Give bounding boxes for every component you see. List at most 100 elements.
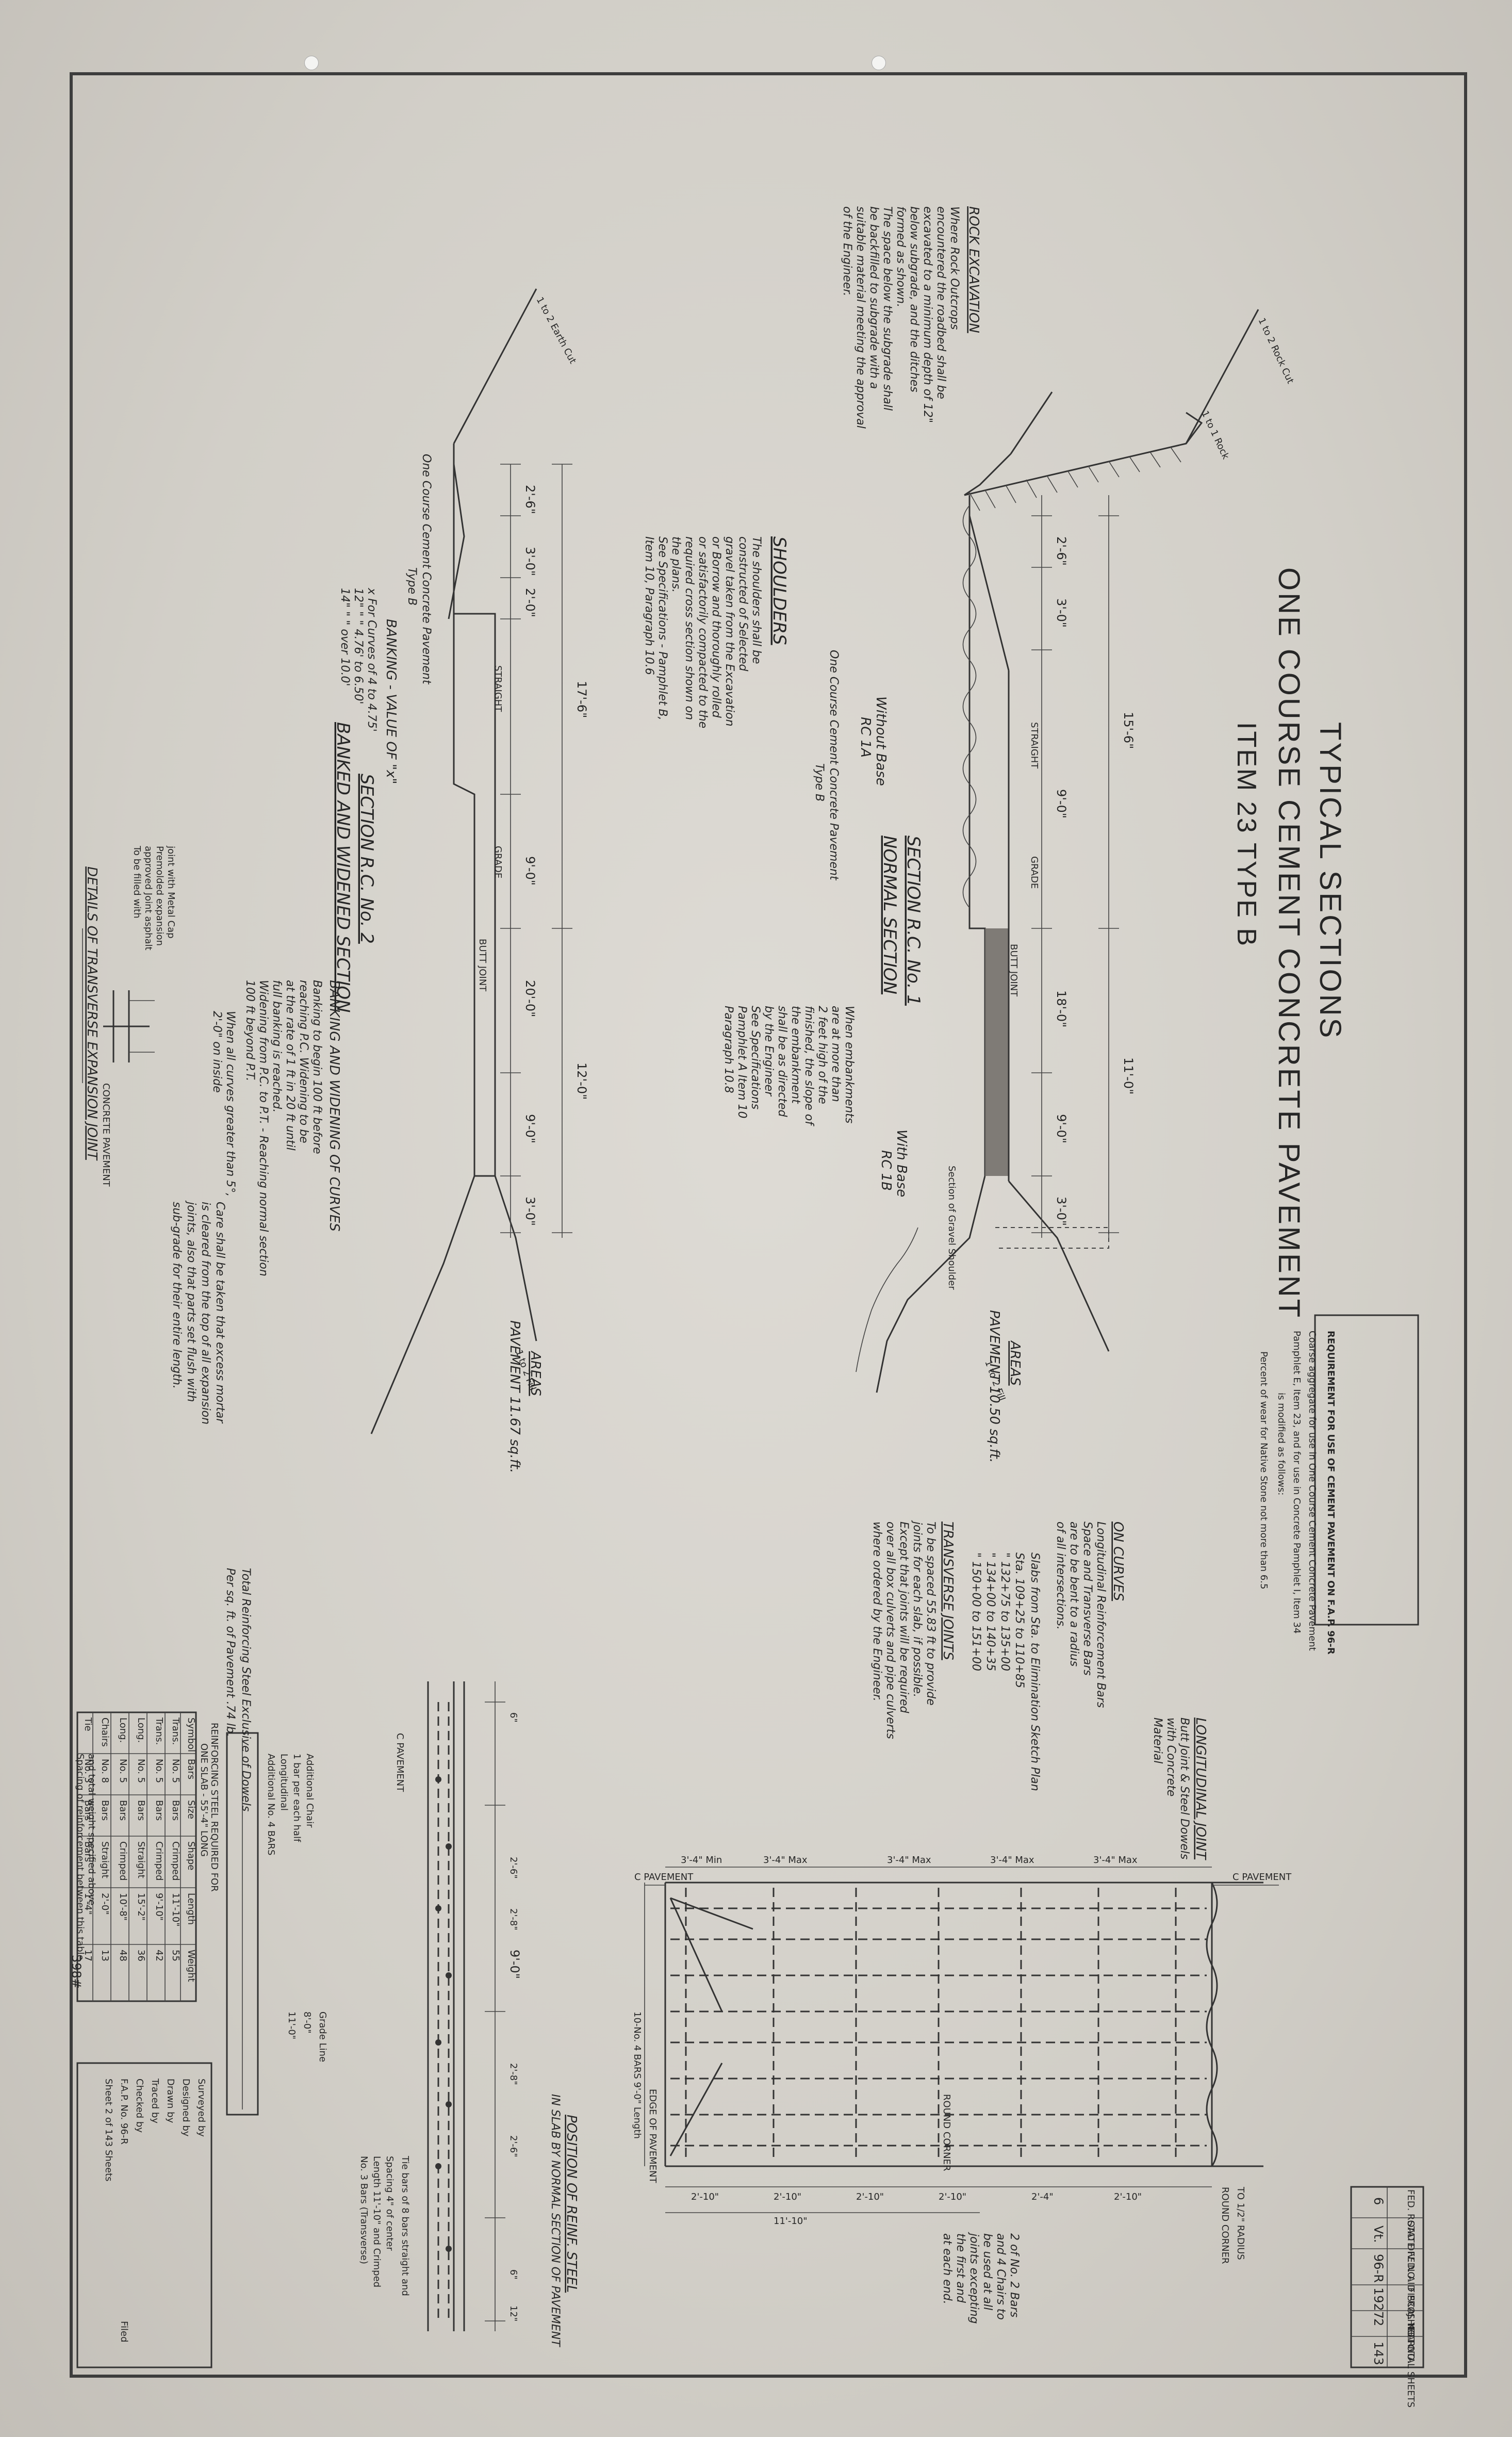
annotation-text: RC 1A [858,717,873,758]
annotation-text: 11'-10" [774,2216,808,2227]
expansion-heading: DETAILS OF TRANSVERSE EXPANSION JOINT [84,866,100,1161]
straight-label: STRAIGHT [492,665,503,712]
dim-label: 2'-0" [523,588,537,617]
expansion-joint-detail [82,928,155,1083]
rc1b-label: With Base RC 1B [878,1130,909,1197]
punch-hole [872,56,886,70]
annotation-text: ROUND CORNER [1220,2187,1230,2264]
plan-labels: C PAVEMENT C PAVEMENT 3'-4" Min 3'-4" Ma… [632,1855,1292,2264]
annotation-text: Type B [405,567,418,606]
annotation-text: F.A.P. No. 96-R [119,2079,129,2145]
rc1-areas: AREAS PAVEMENT 10.50 sq.ft. [987,1310,1023,1463]
section-rc2-caption: SECTION R.C. No. 2 BANKED AND WIDENED SE… [333,722,377,1012]
annotation-text: Drawn by [165,2079,176,2123]
straight-label: STRAIGHT [1029,722,1040,769]
annotation-text: BANKING AND WIDENING OF CURVES [326,980,342,1232]
note-line: excavated to a minimum depth of 12" [921,206,934,423]
annotation-text: 3'-4" Max [1093,1855,1138,1866]
annotation-text: 6" [508,1712,519,1723]
title-line-3: ITEM 23 TYPE B [1231,722,1261,947]
steel-table-text: REINFORCING STEEL REQUIRED FOR ONE SLAB … [69,1717,220,1989]
annotation-text: shall be as directed [776,1006,788,1117]
annotation-text: Except that joints will be required [897,1522,910,1714]
annotation-text: 1927 [1371,2287,1386,2319]
slope-label: 1 to 2 Rock Cut [1256,316,1295,385]
section-rc2-dims: 2'-6" 3'-0" 2'-0" 9'-0" 20'-0" 9'-0" 3'-… [477,295,589,1392]
annotation-text: POSITION OF REINF. STEEL [564,2115,579,2293]
slabs-note: Slabs from Sta. to Elimination Sketch Pl… [969,1552,1041,1791]
annotation-text: and total weight specified above [86,1754,97,1905]
dim-label: 11'-0" [1121,1057,1136,1094]
slope-label: 1 to 2 Earth Cut [534,295,579,365]
table-title: REINFORCING STEEL REQUIRED FOR [209,1723,220,1892]
annotation-text: 2'-4" [1031,2191,1054,2202]
annotation-text: 2'-10" [856,2191,884,2202]
annotation-text: 100 ft beyond P.T. [243,980,256,1081]
dim-label: 3'-0" [1054,1197,1069,1226]
requirements-heading: REQUIREMENT FOR USE OF CEMENT PAVEMENT O… [1325,1331,1336,1655]
annotation-text: Bars [118,1800,128,1821]
requirements-text: REQUIREMENT FOR USE OF CEMENT PAVEMENT O… [1258,1331,1336,1655]
annotation-text: TRANSVERSE JOINTS [940,1522,956,1660]
banking-note: BANKING AND WIDENING OF CURVES Banking t… [210,980,342,1277]
annotation-text: IN SLAB BY NORMAL SECTION OF PAVEMENT [549,2094,562,2347]
annotation-text: Traced by [150,2078,160,2123]
annotation-text: 15'-2" [136,1893,146,1921]
annotation-text: No. 5 [136,1759,146,1783]
dim-label: 3'-0" [523,1197,537,1226]
annotation-text: Long. [136,1718,146,1743]
annotation-text: SHEET NO. [1405,2313,1416,2363]
annotation-text: No. 3 Bars (Transverse) [358,2156,369,2264]
annotation-text: Item 10, Paragraph 10.6 [643,536,655,675]
annotation-text: 2 feet high of the [816,1006,829,1104]
pavement-label: C PAVEMENT [1232,1872,1292,1883]
annotation-text: " 132+75 to 135+00 [998,1552,1011,1671]
annotation-text: FED. AID PROJ. NO. [1405,2251,1416,2340]
table-row: Chairs No. 8 Bars Straight 2'-0" 13 [100,1718,110,1961]
bar-detail-heading: POSITION OF REINF. STEEL IN SLAB BY NORM… [549,2094,579,2347]
section-rc1-caption: SECTION R.C. No. 1 NORMAL SECTION [879,836,924,1006]
slope-label: 1 to 1 Rock [1199,409,1231,461]
annotation-text: One Course Cement Concrete Pavement [420,454,433,685]
dim-label: 12'-0" [574,1062,589,1100]
annotation-text: Weight [186,1950,196,1982]
annotation-text: No. 5 [170,1759,181,1783]
annotation-text: Designed by [180,2079,191,2137]
banking-heading: BANKING - VALUE OF "x" [383,619,399,784]
note-line: Where Rock Outcrops [948,206,961,330]
annotation-text: Bars [83,1841,93,1862]
annotation-text: ROUND CORNER [941,2094,952,2171]
annotation-text: sub-grade for their entire length. [170,1202,183,1389]
annotation-text: 9'-10" [154,1893,165,1921]
annotation-text: TOTAL SHEETS [1405,2338,1416,2408]
annotation-text: Care shall be taken that excess mortar [213,1202,226,1424]
section-rc2-drawing [370,288,572,1434]
note-line: encountered the roadbed shall be [934,206,947,399]
annotation-text: Longitudinal [278,1754,289,1811]
annotation-text: Per sq. ft. of Pavement .74 lb. [224,1568,237,1737]
note-line: below subgrade, and the ditches [908,206,921,392]
table-row: Long. No. 5 Bars Crimped 10'-8" 48 [118,1718,128,1961]
annotation-text: by the Engineer [762,1006,775,1097]
annotation-text: Bars [154,1800,165,1821]
rc2-pavement-type: One Course Cement Concrete Pavement Type… [405,454,433,685]
section-subtitle: BANKED AND WIDENED SECTION [333,722,353,1012]
annotation-text: 3'-4" Min [681,1855,722,1866]
note-line: be backfilled to subgrade with a [867,206,880,389]
punch-hole [304,56,319,70]
title-line-2: ONE COURSE CEMENT CONCRETE PAVEMENT [1272,567,1306,1319]
annotation-text: 1 bar per each half [291,1754,302,1842]
annotation-text: STATE [1405,2220,1416,2248]
annotation-text: of all intersections. [1054,1522,1067,1630]
annotation-text: When all curves greater than 5°, [224,1011,237,1197]
annotation-text: 2'-0" [100,1893,110,1915]
annotation-text: Straight [136,1841,146,1878]
areas-value: PAVEMENT 10.50 sq.ft. [987,1310,1002,1463]
annotation-text: Pamphlet A Item 10 [735,1006,748,1118]
annotation-text: reaching P.C. Widening to be [297,980,310,1143]
annotation-text: 36 [136,1950,146,1961]
annotation-text: joints, also that parts set flush with [185,1200,198,1402]
annotation-text: Bars [170,1800,181,1821]
pavement-label: C PAVEMENT [634,1872,694,1883]
